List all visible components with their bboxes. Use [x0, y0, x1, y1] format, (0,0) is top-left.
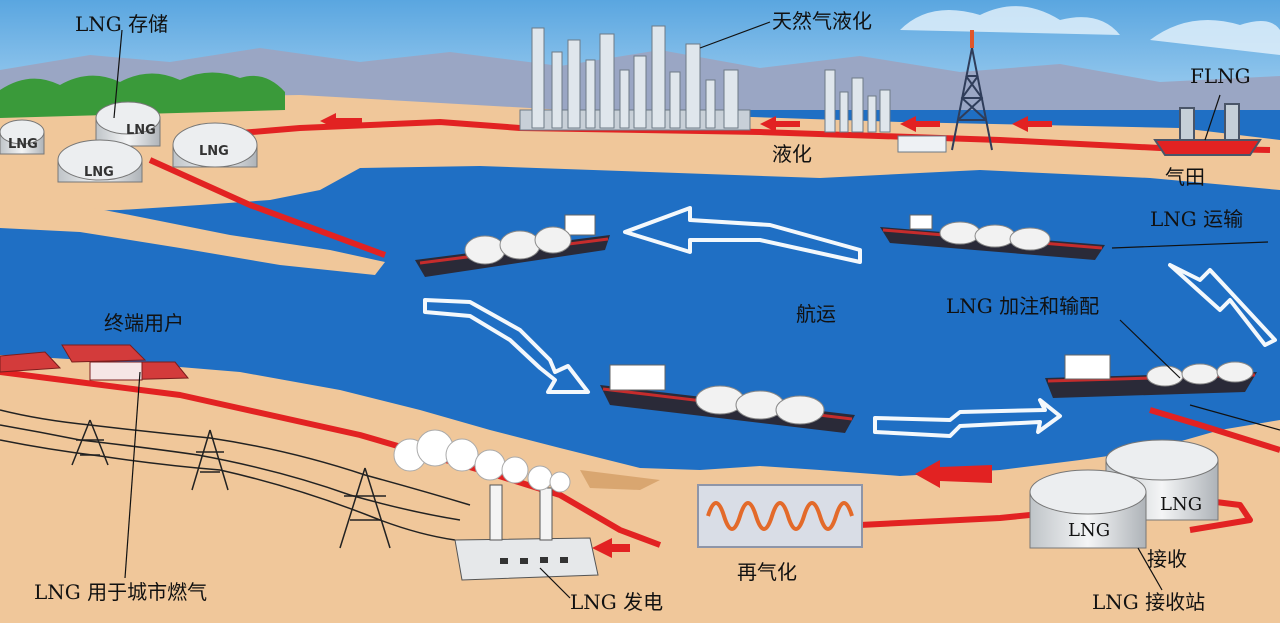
- lng-ship: [1045, 354, 1257, 398]
- label-bunkering: LNG 加注和输配: [946, 294, 1100, 318]
- route-arrow-right: [1168, 263, 1277, 347]
- tank-label: LNG: [1068, 520, 1110, 541]
- land-left-headland: [0, 190, 385, 275]
- tank-label: LNG: [1160, 494, 1202, 515]
- cloud: [900, 6, 1120, 35]
- route-arrow-upper: [623, 206, 862, 264]
- gas-rig: [951, 30, 993, 151]
- storage-tank: LNG: [0, 119, 45, 155]
- flng-platform: [1153, 103, 1262, 156]
- label-lng-storage: LNG 存储: [75, 12, 169, 36]
- power-lines: [0, 409, 471, 549]
- lng-ship: [415, 214, 610, 277]
- label-shipping: 航运: [796, 302, 836, 326]
- tank-label: LNG: [84, 165, 114, 180]
- arrow-left-icon: [320, 113, 362, 129]
- storage-tank: LNG: [1105, 439, 1219, 521]
- shipping-route-arrows: [423, 206, 1277, 438]
- flow-arrows-red: [320, 113, 1052, 558]
- heat-wave: [706, 501, 854, 531]
- arrow-left-icon: [1012, 116, 1052, 132]
- arrow-left-icon: [915, 460, 992, 488]
- label-gas-liquefaction: 天然气液化: [772, 9, 872, 33]
- leader-lines: [113, 21, 1280, 599]
- smoke-cloud: [393, 429, 571, 493]
- label-lng-transport: LNG 运输: [1150, 207, 1244, 231]
- label-receiving: 接收: [1147, 547, 1187, 571]
- regasification-unit: [697, 484, 863, 548]
- grass: [0, 72, 285, 118]
- arrow-left-icon: [900, 116, 940, 132]
- lng-ship: [600, 364, 855, 433]
- arrow-left-icon: [592, 538, 630, 558]
- route-arrow-bottom: [873, 398, 1062, 438]
- label-flng: FLNG: [1190, 64, 1251, 88]
- tank-label: LNG: [126, 123, 156, 138]
- cloud: [1150, 20, 1280, 55]
- label-liquefaction: 液化: [772, 142, 812, 166]
- label-power: LNG 发电: [570, 590, 664, 614]
- label-regasification: 再气化: [737, 560, 797, 584]
- tank-label: LNG: [8, 137, 38, 152]
- storage-tank: LNG: [57, 139, 143, 183]
- label-end-users: 终端用户: [104, 311, 184, 335]
- lng-ship: [880, 214, 1105, 260]
- label-gas-field: 气田: [1165, 165, 1205, 189]
- route-arrow-left: [423, 298, 590, 394]
- receiving-tanks: LNG LNG: [1029, 439, 1219, 549]
- storage-tank: LNG: [1029, 469, 1147, 549]
- label-city-gas: LNG 用于城市燃气: [34, 580, 208, 604]
- arrow-left-icon: [760, 116, 800, 132]
- tank-label: LNG: [199, 144, 229, 159]
- storage-tanks: LNG LNG LNG LNG: [0, 101, 258, 183]
- sand-shadow: [580, 470, 660, 490]
- storage-tank: LNG: [95, 101, 161, 147]
- liquefaction-plant: [519, 25, 947, 153]
- power-plant: [393, 429, 599, 581]
- label-terminal: LNG 接收站: [1092, 590, 1206, 614]
- storage-tank: LNG: [172, 122, 258, 168]
- end-user-houses: [0, 344, 190, 381]
